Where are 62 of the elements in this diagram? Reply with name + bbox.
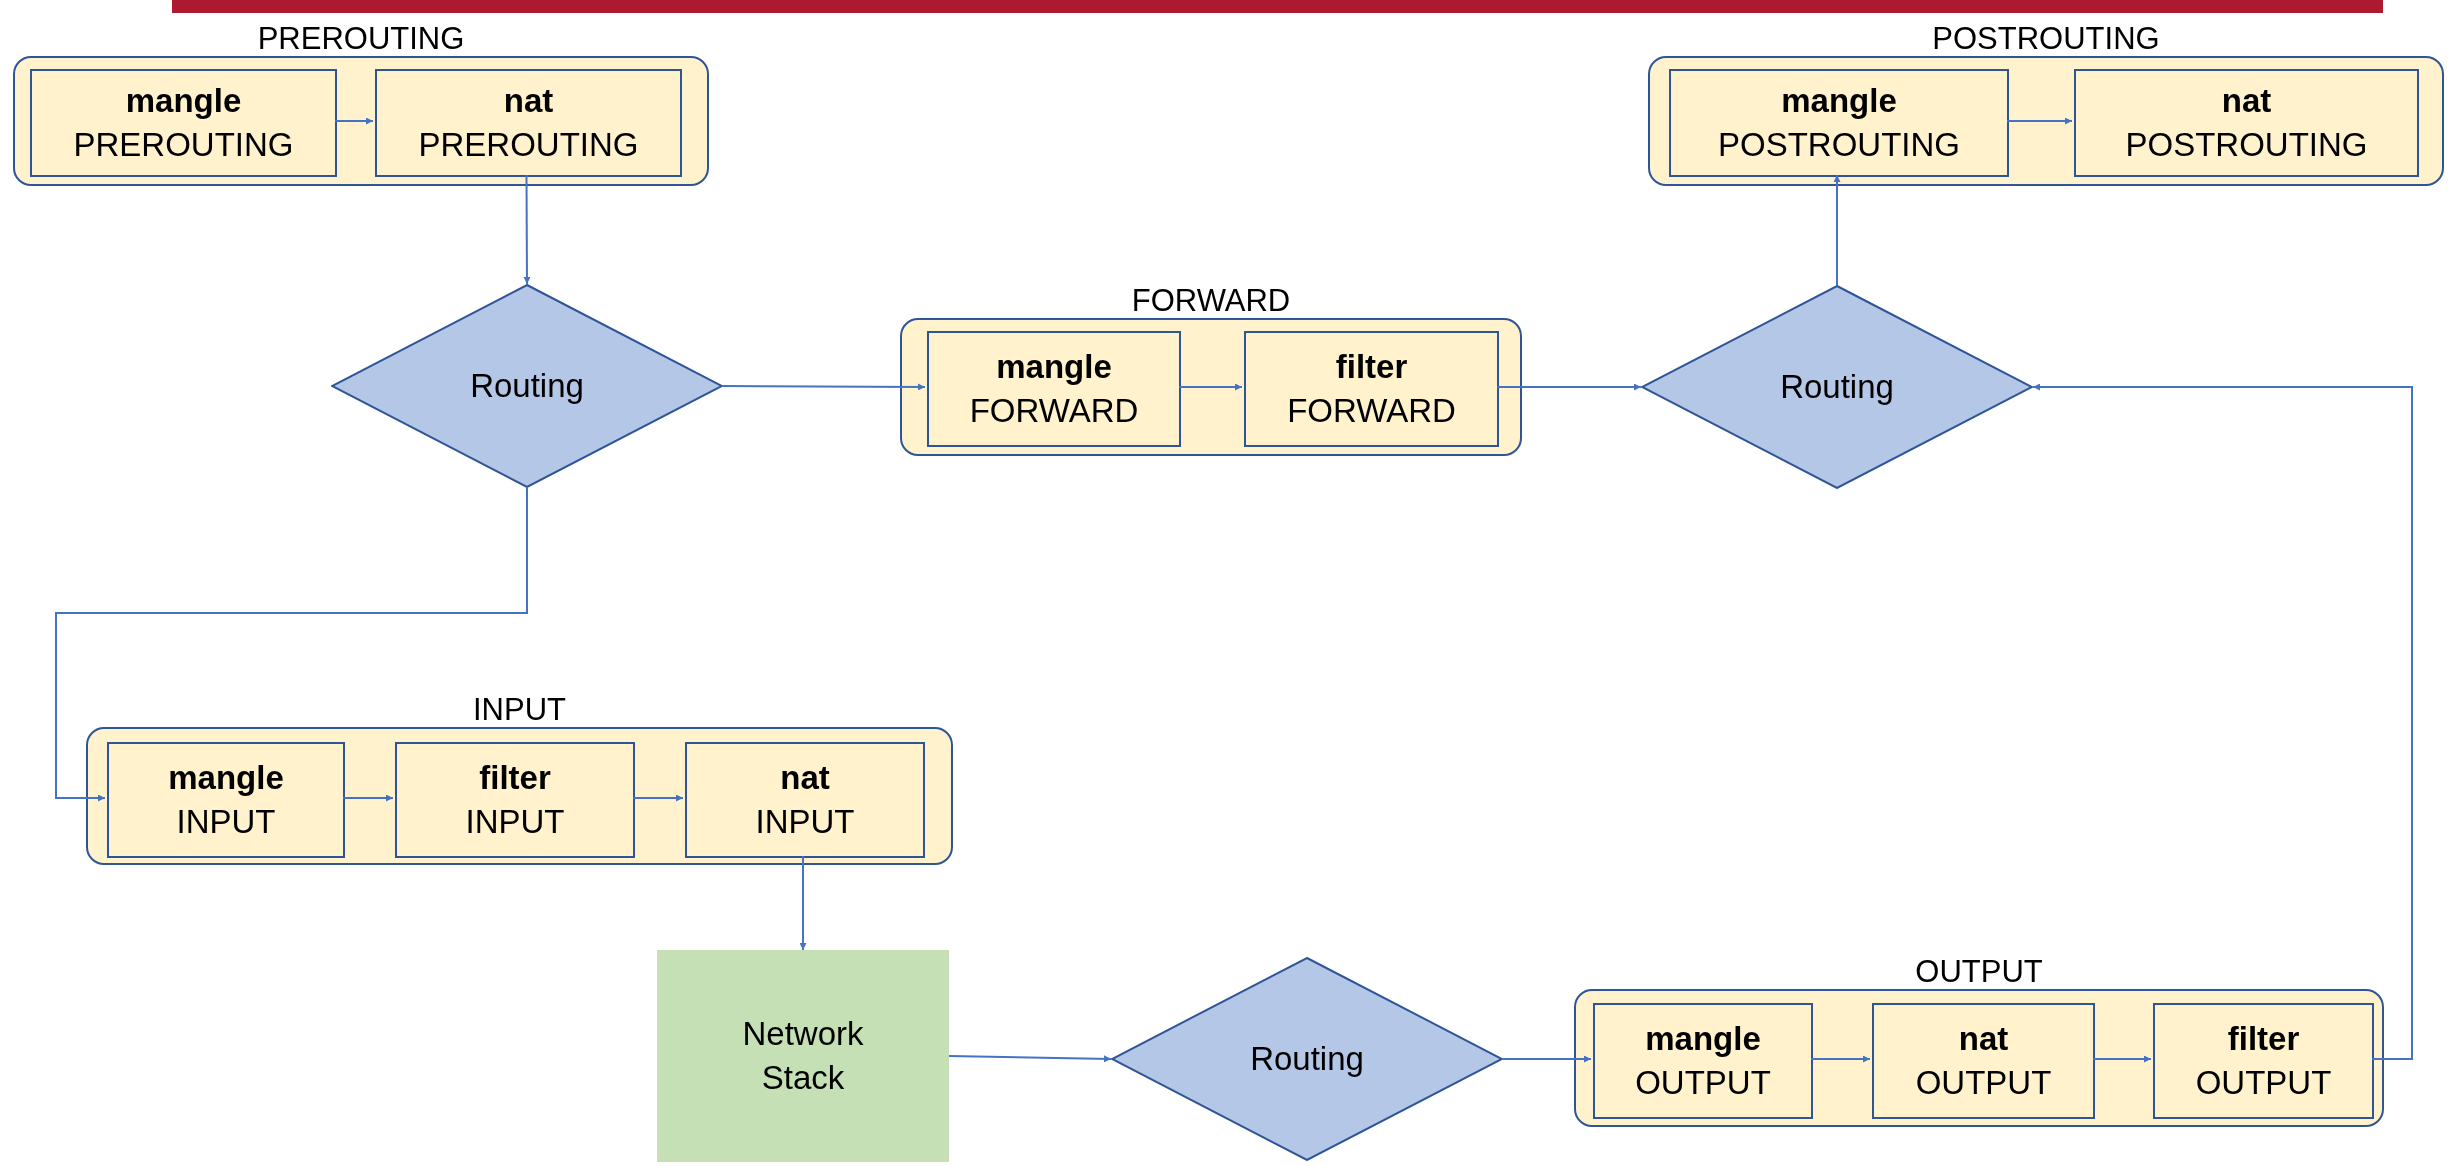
- table-box: [2153, 1003, 2374, 1119]
- arrow: [1496, 383, 1642, 391]
- process-box: [657, 950, 949, 1162]
- arrow: [523, 174, 531, 285]
- table-box: [685, 742, 925, 858]
- arrow: [1833, 174, 1841, 286]
- table-box: [1872, 1003, 2095, 1119]
- chain-name: PREROUTING: [73, 125, 294, 165]
- arrow: [1178, 383, 1243, 391]
- arrow: [632, 794, 684, 802]
- table-name: mangle: [1645, 1019, 1761, 1059]
- arrow: [1810, 1055, 1871, 1063]
- chain-name: INPUT: [176, 802, 276, 842]
- process-label: Network Stack: [741, 1014, 865, 1098]
- table-name: mangle: [996, 347, 1112, 387]
- chain-name: POSTROUTING: [2125, 125, 2368, 165]
- table-name: filter: [2227, 1019, 2300, 1059]
- decision-label: Routing: [1250, 1039, 1364, 1080]
- decision-label: Routing: [470, 366, 584, 407]
- arrow: [2032, 383, 2413, 1060]
- table-name: nat: [2221, 81, 2272, 121]
- chain-name: OUTPUT: [1915, 1063, 2052, 1103]
- arrow: [55, 487, 528, 802]
- table-name: mangle: [125, 81, 242, 121]
- table-name: nat: [503, 81, 554, 121]
- chain-name: FORWARD: [1287, 391, 1456, 431]
- table-name: filter: [479, 758, 551, 798]
- table-box: [375, 69, 682, 177]
- chain-name: INPUT: [755, 802, 855, 842]
- table-box: [395, 742, 635, 858]
- arrow: [334, 117, 374, 125]
- table-name: mangle: [168, 758, 284, 798]
- arrow: [342, 794, 394, 802]
- table-box: [1669, 69, 2009, 177]
- chain-name: PREROUTING: [418, 125, 639, 165]
- arrow: [1502, 1055, 1592, 1063]
- chain-name: FORWARD: [969, 391, 1139, 431]
- table-name: mangle: [1781, 81, 1897, 121]
- chain-name: POSTROUTING: [1718, 125, 1960, 165]
- arrow: [948, 1055, 1112, 1063]
- table-name: nat: [780, 758, 830, 798]
- table-box: [30, 69, 337, 177]
- chain-title: INPUT: [473, 691, 566, 729]
- decision-label: Routing: [1780, 367, 1894, 408]
- chain-title: FORWARD: [1131, 282, 1291, 320]
- chain-name: OUTPUT: [2195, 1063, 2332, 1103]
- table-box: [1593, 1003, 1813, 1119]
- chain-title: OUTPUT: [1915, 953, 2043, 991]
- table-box: [107, 742, 345, 858]
- chain-name: INPUT: [465, 802, 565, 842]
- arrow: [2092, 1055, 2152, 1063]
- table-box: [2074, 69, 2419, 177]
- table-name: nat: [1958, 1019, 2009, 1059]
- arrow: [799, 855, 807, 951]
- chain-title: PREROUTING: [257, 20, 465, 58]
- chain-name: OUTPUT: [1635, 1063, 1771, 1103]
- table-box: [1244, 331, 1499, 447]
- table-name: filter: [1335, 347, 1408, 387]
- arrow: [2006, 117, 2073, 125]
- table-box: [927, 331, 1181, 447]
- chain-title: POSTROUTING: [1932, 20, 2160, 58]
- arrow: [722, 383, 926, 391]
